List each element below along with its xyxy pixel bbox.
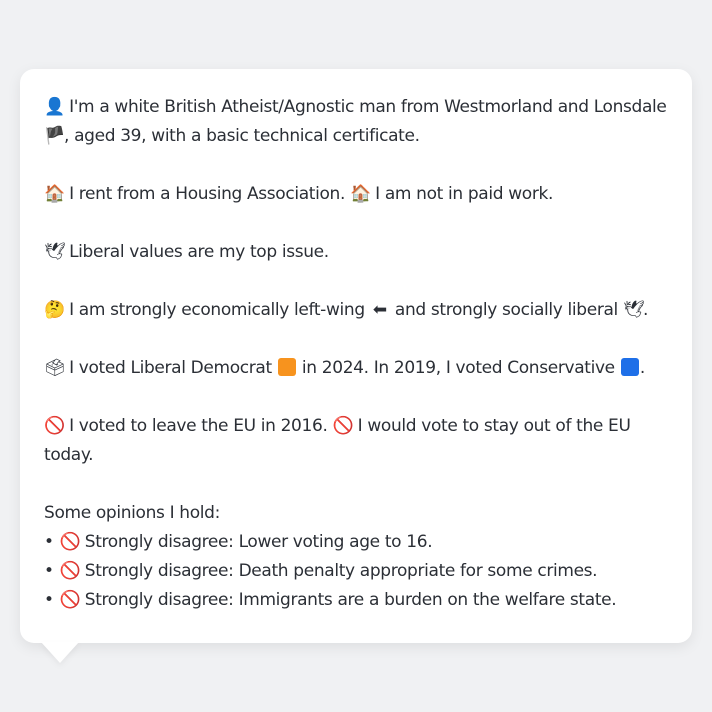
profile-card: 👤 I'm a white British Atheist/Agnostic m…: [20, 69, 692, 643]
eu-paragraph: 🚫 I voted to leave the EU in 2016. 🚫 I w…: [44, 412, 670, 470]
opinions-heading: Some opinions I hold:: [44, 503, 220, 523]
vote-text-2: in 2024. In 2019, I voted Conservative: [301, 358, 615, 378]
thinking-face-icon: 🤔: [44, 300, 65, 320]
bullet: •: [44, 590, 54, 610]
ideology-text-end: .: [642, 300, 649, 320]
vote-text: I voted Liberal Democrat: [69, 358, 272, 378]
prohibited-icon: 🚫: [44, 416, 65, 436]
bullet: •: [44, 561, 54, 581]
opinion-text: Strongly disagree: Death penalty appropr…: [84, 561, 598, 581]
eu-text-2: I would vote to stay out of the EU today…: [44, 416, 631, 465]
dove-icon: 🕊: [44, 242, 66, 262]
identity-text-end: , aged 39, with a basic technical certif…: [64, 126, 420, 146]
opinion-text: Strongly disagree: Immigrants are a burd…: [84, 590, 617, 610]
prohibited-icon: 🚫: [59, 561, 81, 581]
identity-text: I'm a white British Atheist/Agnostic man…: [69, 97, 667, 117]
ballot-box-icon: 🗳: [44, 358, 66, 378]
left-arrow-icon: ⬅: [372, 300, 387, 320]
ideology-text: I am strongly economically left-wing: [69, 300, 365, 320]
list-item: •🚫 Strongly disagree: Lower voting age t…: [44, 528, 670, 557]
prohibited-icon: 🚫: [332, 416, 354, 436]
issue-paragraph: 🕊 Liberal values are my top issue.: [44, 238, 670, 267]
prohibited-icon: 🚫: [59, 590, 81, 610]
eu-text: I voted to leave the EU in 2016.: [69, 416, 328, 436]
dove-icon: 🕊: [622, 300, 645, 320]
housing-text: I rent from a Housing Association.: [69, 184, 345, 204]
opinion-text: Strongly disagree: Lower voting age to 1…: [84, 532, 433, 552]
ideology-paragraph: 🤔 I am strongly economically left-wing ⬅…: [44, 296, 670, 325]
england-flag-icon: 🏴: [44, 126, 65, 146]
libdem-orange-square-icon: [277, 358, 296, 376]
ideology-text-2: and strongly socially liberal: [394, 300, 618, 320]
issue-text: Liberal values are my top issue.: [69, 242, 329, 262]
house-icon: 🏠: [44, 184, 65, 204]
opinions-section: Some opinions I hold: •🚫 Strongly disagr…: [44, 499, 670, 615]
list-item: •🚫 Strongly disagree: Death penalty appr…: [44, 557, 670, 586]
speech-bubble-tail: [41, 642, 79, 663]
vote-text-end: .: [639, 358, 645, 378]
house-icon: 🏠: [350, 184, 371, 204]
prohibited-icon: 🚫: [59, 532, 81, 552]
work-text: I am not in paid work.: [375, 184, 554, 204]
identity-paragraph: 👤 I'm a white British Atheist/Agnostic m…: [44, 93, 670, 151]
person-silhouette-icon: 👤: [44, 97, 65, 117]
vote-paragraph: 🗳 I voted Liberal Democrat in 2024. In 2…: [44, 354, 670, 383]
housing-paragraph: 🏠 I rent from a Housing Association. 🏠 I…: [44, 180, 670, 209]
bullet: •: [44, 532, 54, 552]
conservative-blue-square-icon: [620, 358, 639, 376]
list-item: •🚫 Strongly disagree: Immigrants are a b…: [44, 586, 670, 615]
